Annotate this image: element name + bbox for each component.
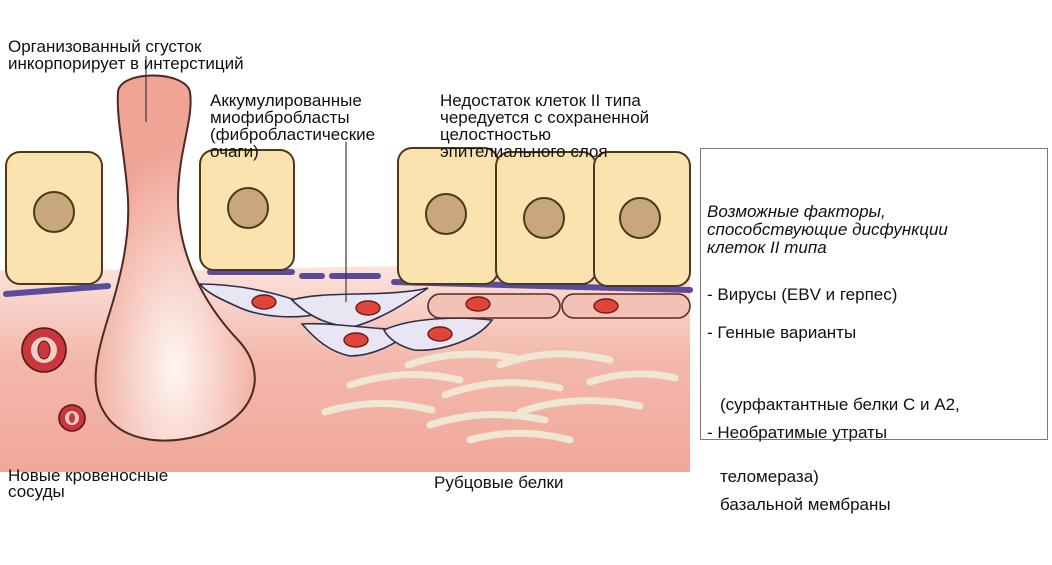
cell-nucleus — [34, 192, 74, 232]
scar-proteins-label: Рубцовые белки — [434, 440, 563, 508]
cell-nucleus — [524, 198, 564, 238]
interstitial-cell — [562, 294, 690, 318]
interstitial-cell-nucleus — [466, 297, 490, 311]
myofibroblast-nucleus — [428, 327, 452, 341]
interstitial-cell — [428, 294, 560, 318]
type2-dysfunction-factors-box: Возможные факторы,способствующие дисфунк… — [700, 148, 1048, 440]
myofibroblast-nucleus — [344, 333, 368, 347]
epithelial-cell — [6, 152, 102, 284]
myofibroblast-nucleus — [356, 301, 380, 315]
myofibroblast-nucleus — [252, 295, 276, 309]
interstitial-cell-nucleus — [594, 299, 618, 313]
cell-nucleus — [620, 198, 660, 238]
cell-nucleus — [426, 194, 466, 234]
factor-item-basement-membrane-loss: - Необратимые утраты базальной мембраны — [707, 373, 891, 565]
cell-nucleus — [228, 188, 268, 228]
blood-vessel — [59, 405, 85, 431]
blood-vessel — [22, 328, 66, 372]
